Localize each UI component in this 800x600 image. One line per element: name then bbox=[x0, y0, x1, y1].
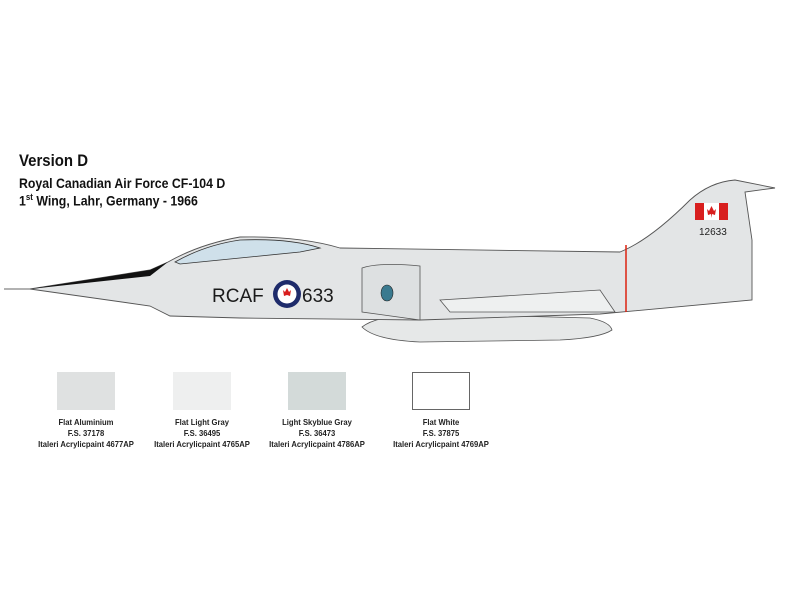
version-title: Version D bbox=[19, 151, 89, 170]
color-name: Flat White bbox=[422, 417, 460, 427]
color-label: Light Skyblue Gray F.S. 36473 Italeri Ac… bbox=[250, 417, 385, 450]
color-fs: F.S. 37875 bbox=[422, 428, 460, 438]
unit-sup: st bbox=[25, 192, 33, 202]
color-name: Flat Light Gray bbox=[175, 417, 229, 427]
color-name: Flat Aluminium bbox=[58, 417, 114, 427]
color-name: Light Skyblue Gray bbox=[282, 417, 352, 427]
unit-rest: Wing, Lahr, Germany - 1966 bbox=[32, 192, 198, 209]
color-fs: F.S. 36495 bbox=[183, 428, 221, 438]
swatch-light-skyblue-gray bbox=[288, 372, 346, 410]
color-label: Flat White F.S. 37875 Italeri Acrylicpai… bbox=[374, 417, 509, 450]
color-label: Flat Light Gray F.S. 36495 Italeri Acryl… bbox=[135, 417, 270, 450]
swatch-flat-light-gray bbox=[173, 372, 231, 410]
color-fs: F.S. 37178 bbox=[67, 428, 105, 438]
canopy bbox=[174, 239, 322, 265]
fuselage-marking-left: RCAF bbox=[212, 286, 264, 307]
swatch-flat-white bbox=[412, 372, 470, 410]
color-paint: Italeri Acrylicpaint 4786AP bbox=[269, 439, 365, 449]
color-fs: F.S. 36473 bbox=[298, 428, 336, 438]
color-paint: Italeri Acrylicpaint 4765AP bbox=[154, 439, 250, 449]
color-label: Flat Aluminium F.S. 37178 Italeri Acryli… bbox=[19, 417, 154, 450]
color-paint: Italeri Acrylicpaint 4677AP bbox=[38, 439, 134, 449]
wing bbox=[439, 289, 616, 313]
squadron-badge-icon bbox=[380, 284, 394, 302]
rcaf-roundel-icon bbox=[273, 280, 301, 308]
unit-prefix: 1 bbox=[19, 192, 26, 209]
fuselage bbox=[29, 179, 776, 321]
color-paint: Italeri Acrylicpaint 4769AP bbox=[393, 439, 489, 449]
fuselage-marking-right: 633 bbox=[302, 286, 334, 307]
unit-subtitle: 1st Wing, Lahr, Germany - 1966 bbox=[19, 192, 198, 209]
tail-serial: 12633 bbox=[699, 227, 727, 238]
aircraft-subtitle: Royal Canadian Air Force CF-104 D bbox=[19, 175, 226, 191]
nose-anti-glare bbox=[30, 262, 168, 289]
tail-flag-icon bbox=[695, 203, 728, 220]
swatch-flat-aluminium bbox=[57, 372, 115, 410]
